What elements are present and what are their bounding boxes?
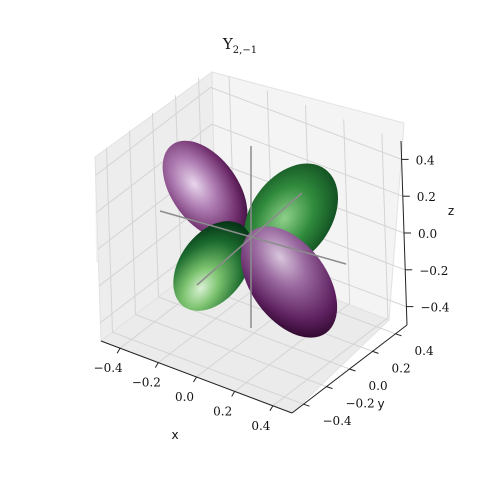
z-tick-label-0: −0.4 — [420, 301, 450, 315]
lobe-lower-left-positive — [173, 221, 253, 311]
y-tick-mark-3 — [372, 350, 379, 354]
y-axis-label: y — [377, 397, 384, 411]
grid-floor-y-0 — [112, 331, 304, 405]
grid-left-z-3 — [96, 123, 213, 213]
x-tick-mark-1 — [154, 362, 159, 368]
chart-title: Y2,−1 — [222, 35, 257, 56]
y-tick-label-2: 0.0 — [369, 379, 388, 393]
grid-back-z-3 — [211, 123, 403, 197]
lobe-upper-left-negative — [162, 140, 248, 240]
x-tick-mark-3 — [231, 391, 236, 397]
x-tick-label-1: −0.2 — [132, 376, 161, 390]
ticks: −0.4 −0.2 0.0 0.2 0.4 −0.4 −0.2 0.0 0.2 0.4 −0.4 −0… — [94, 153, 450, 432]
x-tick-mark-4 — [269, 405, 274, 412]
x-tick-label-4: 0.4 — [251, 419, 270, 433]
z-tick-label-1: −0.2 — [419, 264, 448, 278]
x-tick-label-3: 0.2 — [213, 404, 232, 418]
y-tick-label-4: 0.4 — [415, 344, 434, 358]
grid-floor-y-1 — [135, 314, 327, 388]
x-tick-label-0: −0.4 — [94, 361, 124, 375]
z-tick-label-3: 0.2 — [417, 190, 436, 204]
grid-left-z-4 — [95, 87, 211, 176]
y-tick-mark-2 — [349, 368, 356, 372]
y-tick-mark-4 — [395, 333, 402, 337]
x-tick-label-2: 0.0 — [175, 390, 194, 404]
x-tick-mark-2 — [193, 376, 197, 383]
reference-axis-y — [196, 192, 303, 286]
y-tick-mark-0 — [303, 403, 310, 407]
y-tick-mark-1 — [326, 386, 333, 390]
orbital-lobes — [159, 140, 347, 338]
z-tick-label-2: 0.0 — [418, 227, 437, 241]
x-axis-label: x — [171, 428, 178, 442]
reference-axis-x — [159, 210, 347, 265]
grid-back-z-4 — [210, 86, 402, 160]
z-tick-label-4: 0.4 — [416, 153, 435, 167]
x-tick-mark-0 — [116, 347, 121, 354]
y-tick-label-3: 0.2 — [392, 361, 411, 375]
y-tick-label-0: −0.4 — [323, 414, 353, 428]
y-tick-label-1: −0.2 — [346, 397, 375, 411]
z-axis-label: z — [448, 204, 454, 218]
